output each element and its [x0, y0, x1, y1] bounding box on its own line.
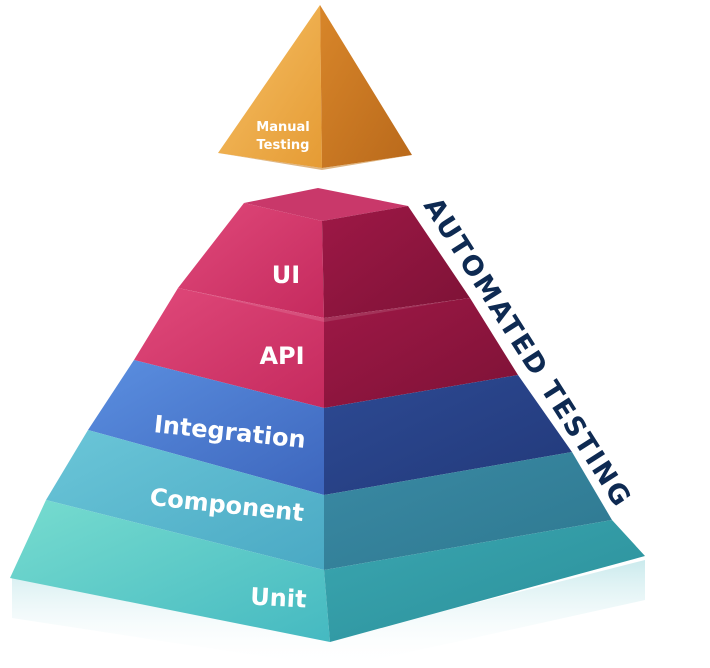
apex-layer-manual-testing	[218, 5, 412, 170]
pyramid-reflection	[12, 560, 645, 668]
layer-component	[46, 430, 612, 570]
layer-integration	[88, 360, 572, 495]
pyramid-top-cap	[244, 188, 408, 221]
layer-ui	[178, 203, 470, 318]
layer-api	[134, 288, 518, 408]
layer-ui-label: UI	[272, 261, 300, 289]
layer-unit	[10, 500, 645, 642]
layer-api-label: API	[259, 342, 304, 370]
layer-unit-label: Unit	[250, 583, 308, 614]
apex-label-line1: Manual	[256, 120, 309, 135]
apex-label-line2: Testing	[257, 138, 310, 153]
